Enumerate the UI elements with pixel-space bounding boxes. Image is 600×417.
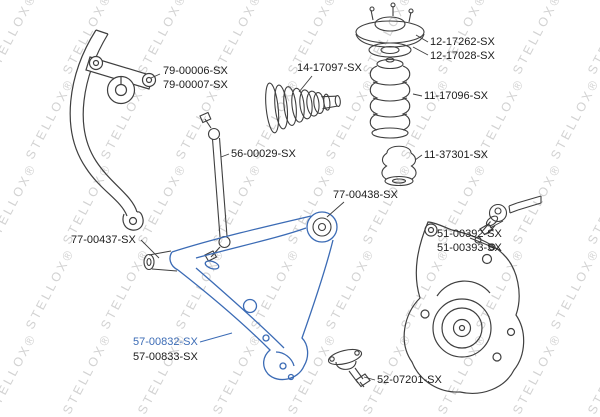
- part-label-steering-boot: 14-17097-SX: [297, 62, 362, 74]
- tie-rod-end-drawing: [479, 195, 542, 236]
- ball-joint-drawing: [327, 348, 371, 388]
- part-label-front-bushing: 77-00437-SX: [71, 234, 136, 246]
- part-label-rear-bushing: 77-00438-SX: [333, 189, 398, 201]
- part-label-ball-joint: 52-07201-SX: [377, 374, 442, 386]
- control-arm-rear-bushing-drawing: [312, 217, 332, 237]
- leader-lines: [140, 34, 504, 381]
- part-label-stab-bushing-2: 79-00007-SX: [163, 79, 228, 91]
- part-label-strut-mount-2: 12-17028-SX: [430, 50, 495, 62]
- stabilizer-bushing-bracket-drawing: [85, 55, 157, 105]
- stabilizer-link-drawing: [199, 111, 231, 262]
- control-arm-drawing: [169, 211, 338, 381]
- part-label-bump-stop: 11-37301-SX: [424, 149, 489, 161]
- parts-diagram-art: [69, 2, 542, 394]
- part-label-control-arm-pair: 57-00833-SX: [133, 351, 198, 363]
- steering-rack-boot-drawing: [265, 82, 341, 134]
- part-label-dust-boot: 11-17096-SX: [424, 90, 489, 102]
- part-label-stab-link: 56-00029-SX: [231, 148, 296, 160]
- steering-knuckle-drawing: [403, 221, 525, 394]
- part-label-control-arm-highlighted[interactable]: 57-00832-SX: [133, 336, 198, 348]
- part-label-tie-rod-2: 51-00393-SX: [437, 242, 502, 254]
- stabilizer-bar-drawing: [69, 29, 144, 231]
- part-label-stab-bushing-1: 79-00006-SX: [163, 65, 228, 77]
- part-label-strut-mount-1: 12-17262-SX: [430, 36, 495, 48]
- bump-stop-drawing: [381, 145, 417, 187]
- control-arm-front-bushing-drawing: [143, 250, 178, 272]
- strut-mount-drawing: [355, 2, 425, 58]
- part-label-tie-rod-1: 51-00392-SX: [437, 228, 502, 240]
- strut-dust-boot-drawing: [369, 57, 411, 139]
- leader-line-highlight: [199, 332, 233, 343]
